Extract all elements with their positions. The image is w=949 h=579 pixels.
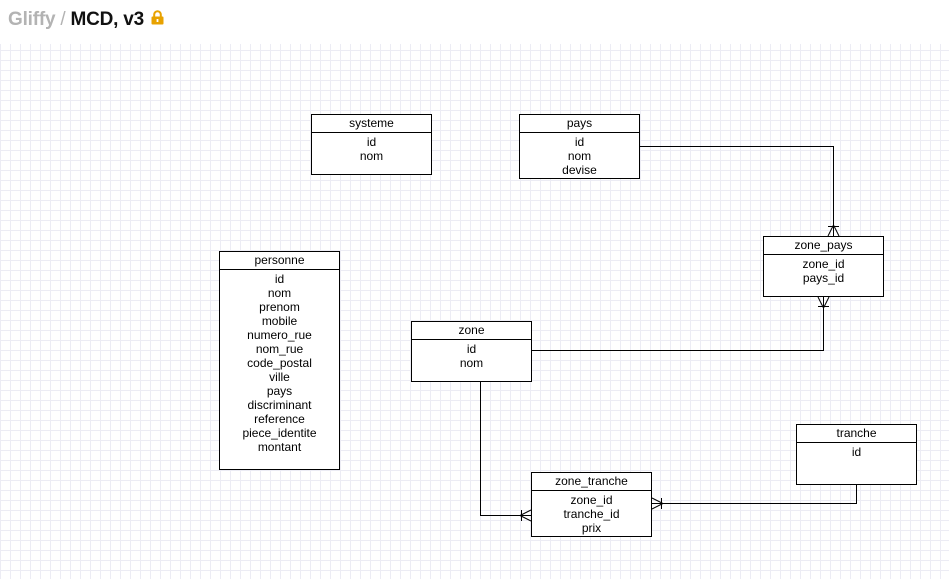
entity-field: montant: [257, 440, 302, 454]
document-header: Gliffy/MCD, v3: [0, 0, 949, 44]
breadcrumb-separator: /: [60, 9, 66, 30]
entity-title: tranche: [797, 425, 916, 443]
entity-fields: id nom devise: [520, 133, 639, 177]
lock-icon[interactable]: [151, 9, 164, 31]
entity-personne[interactable]: personne id nom prenom mobile numero_rue…: [219, 251, 340, 470]
entity-zone-tranche[interactable]: zone_tranche zone_id tranche_id prix: [531, 472, 652, 537]
entity-field: id: [274, 272, 285, 286]
entity-field: nom: [567, 149, 592, 163]
entity-pays[interactable]: pays id nom devise: [519, 114, 640, 179]
entity-field: tranche_id: [563, 507, 620, 521]
entity-title: zone: [412, 322, 531, 340]
breadcrumb: Gliffy/MCD, v3: [8, 9, 164, 31]
entity-title: pays: [520, 115, 639, 133]
entity-field: numero_rue: [247, 328, 312, 342]
entity-fields: id nom: [312, 133, 431, 163]
entity-field: id: [466, 342, 477, 356]
entity-field: nom: [359, 149, 384, 163]
breadcrumb-app-link[interactable]: Gliffy: [8, 9, 56, 30]
entity-fields: id nom: [412, 340, 531, 370]
entity-title: zone_tranche: [532, 473, 651, 491]
entity-field: nom: [267, 286, 292, 300]
entity-field: reference: [254, 412, 305, 426]
entity-field: zone_id: [802, 257, 845, 271]
entity-field: discriminant: [247, 398, 312, 412]
entity-fields: zone_id tranche_id prix: [532, 491, 651, 535]
entity-field: id: [366, 135, 377, 149]
entity-field: id: [574, 135, 585, 149]
entity-field: pays_id: [802, 271, 845, 285]
entity-field: nom_rue: [255, 342, 304, 356]
entity-zone[interactable]: zone id nom: [411, 321, 532, 382]
entity-title: systeme: [312, 115, 431, 133]
entity-field: zone_id: [570, 493, 613, 507]
entity-field: code_postal: [247, 356, 312, 370]
diagram-canvas[interactable]: [0, 44, 949, 579]
entity-field: piece_identite: [242, 426, 317, 440]
entity-field: id: [851, 445, 862, 459]
entity-field: devise: [562, 163, 597, 177]
entity-fields: zone_id pays_id: [764, 255, 883, 285]
entity-tranche[interactable]: tranche id: [796, 424, 917, 485]
entity-fields: id: [797, 443, 916, 459]
entity-fields: id nom prenom mobile numero_rue nom_rue …: [220, 270, 339, 454]
entity-field: pays: [266, 384, 293, 398]
entity-field: prenom: [259, 300, 300, 314]
entity-field: nom: [459, 356, 484, 370]
entity-field: prix: [581, 521, 602, 535]
entity-title: zone_pays: [764, 237, 883, 255]
entity-field: mobile: [261, 314, 298, 328]
entity-zone-pays[interactable]: zone_pays zone_id pays_id: [763, 236, 884, 297]
entity-field: ville: [269, 370, 290, 384]
entity-systeme[interactable]: systeme id nom: [311, 114, 432, 175]
document-title[interactable]: MCD, v3: [70, 9, 145, 30]
entity-title: personne: [220, 252, 339, 270]
